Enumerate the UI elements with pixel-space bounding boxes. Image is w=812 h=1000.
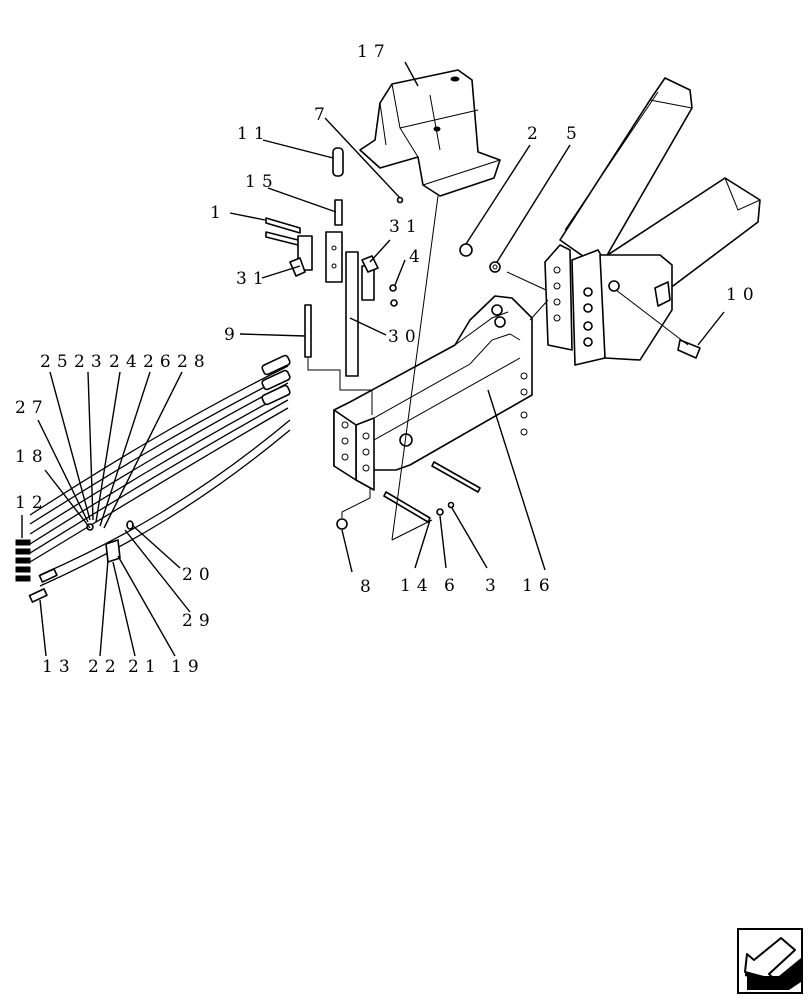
label-18: 18 [15, 447, 49, 467]
label-23: 23 [74, 352, 108, 372]
label-6: 6 [444, 576, 461, 596]
label-12: 12 [15, 493, 49, 513]
label-17: 17 [357, 42, 391, 62]
label-14: 14 [400, 576, 434, 596]
label-28: 28 [177, 352, 211, 372]
part-17-bracket [359, 69, 501, 197]
label-11: 11 [237, 124, 271, 144]
label-1: 1 [210, 203, 227, 223]
label-3: 3 [485, 576, 502, 596]
label-4: 4 [409, 247, 426, 267]
label-27: 27 [15, 398, 49, 418]
label-7: 7 [314, 105, 331, 125]
label-31-left: 31 [236, 269, 270, 289]
label-2: 2 [527, 124, 544, 144]
part-labels: 17 7 2 5 11 15 1 31 4 31 9 30 10 25 23 2… [15, 42, 760, 677]
label-22: 22 [88, 657, 122, 677]
label-20: 20 [182, 565, 216, 585]
leader-lines [21, 61, 725, 657]
hydraulic-hoses [15, 354, 291, 603]
label-25: 25 [40, 352, 74, 372]
back-arrow-icon[interactable] [737, 928, 803, 994]
label-5: 5 [566, 124, 583, 144]
label-10: 10 [726, 285, 760, 305]
label-29: 29 [182, 611, 216, 631]
label-9: 9 [224, 325, 241, 345]
label-13: 13 [42, 657, 76, 677]
label-15: 15 [245, 172, 279, 192]
label-30: 30 [388, 327, 422, 347]
small-parts [265, 147, 701, 530]
label-24: 24 [109, 352, 143, 372]
implement-beams [544, 77, 761, 366]
label-26: 26 [143, 352, 177, 372]
label-31-right: 31 [389, 217, 423, 237]
label-16: 16 [522, 576, 556, 596]
label-19: 19 [171, 657, 205, 677]
label-8: 8 [360, 577, 377, 597]
label-21: 21 [128, 657, 162, 677]
part-16-frame [333, 295, 533, 491]
